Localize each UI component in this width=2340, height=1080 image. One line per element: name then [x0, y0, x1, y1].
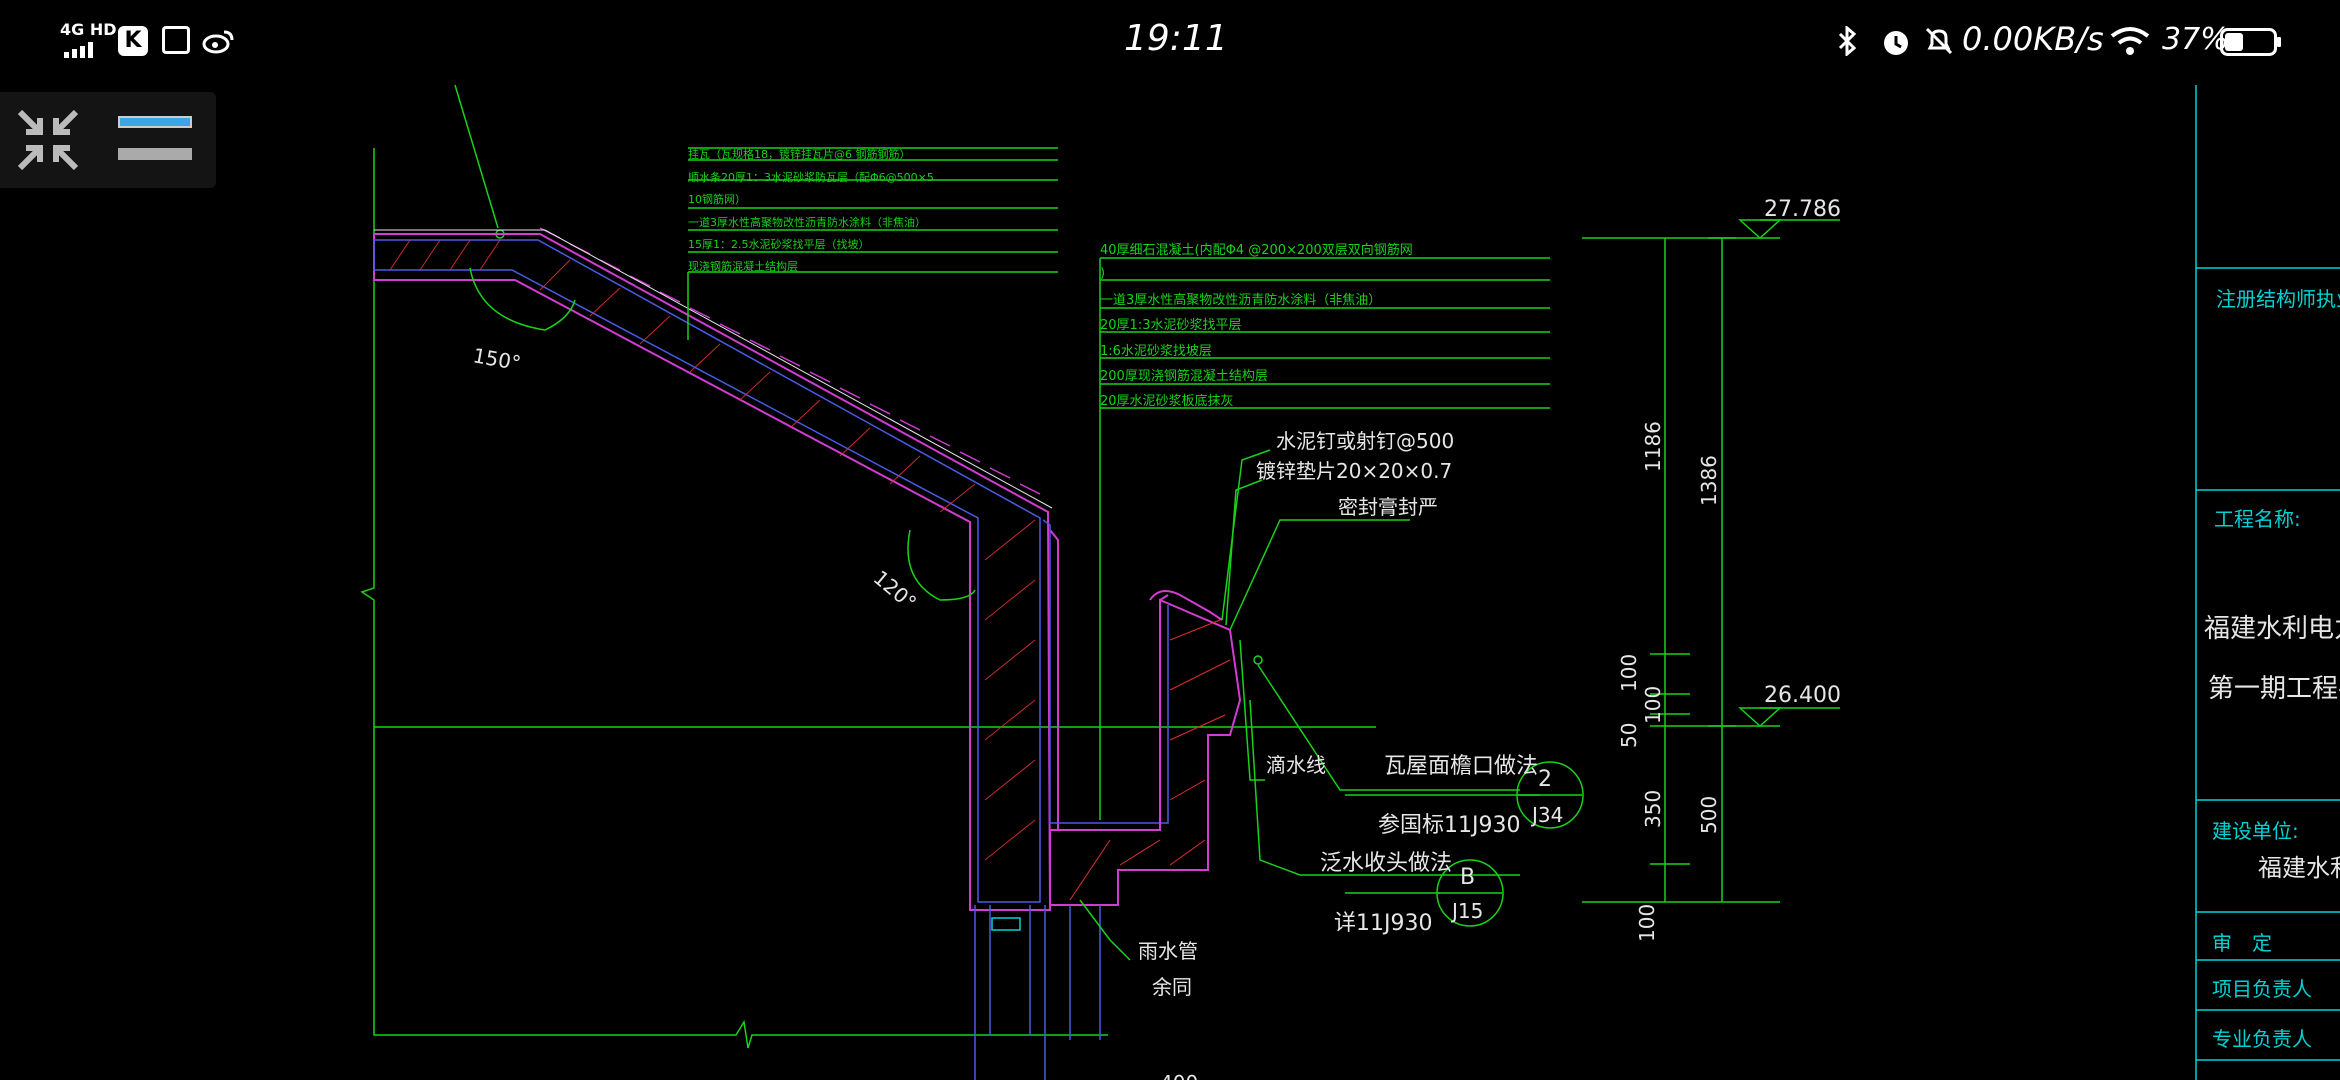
floating-tool-panel [0, 92, 216, 188]
dim-100-a: 100 [1617, 654, 1641, 692]
discipline-lead-label: 专业负责人 [2212, 1027, 2312, 1051]
eave-callout-number: 2 [1538, 767, 1552, 792]
dim-1186: 1186 [1641, 421, 1665, 472]
gutter-layer-6: 200厚现浇钢筋混凝土结构层 [1100, 368, 1268, 384]
eave-ref: 参国标11J930 [1378, 813, 1520, 838]
sealant-note: 密封膏封严 [1338, 495, 1438, 519]
gutter-layer-4: 20厚1:3水泥砂浆找平层 [1100, 318, 1241, 333]
roof-layer-2: 顺水条20厚1：3水泥砂浆防瓦层（配Φ6@500×5 [688, 170, 934, 184]
elevation-top: 27.786 [1764, 197, 1841, 222]
weibo-icon [202, 28, 234, 54]
project-name-1: 福建水利电力职业 [2204, 614, 2340, 644]
gutter-layer-5: 1:6水泥砂浆找坡层 [1100, 344, 1212, 359]
flashing-callout-number: B [1460, 865, 1475, 890]
gutter-layer-1: 40厚细石混凝土(内配Φ4 @200×200双层双向钢筋网 [1100, 242, 1413, 258]
gutter-layer-7: 20厚水泥砂浆板底抹灰 [1100, 393, 1234, 409]
flashing-title: 泛水收头做法 [1320, 851, 1452, 876]
network-indicator: 4G HD [60, 20, 117, 39]
frame-lines [360, 84, 1376, 1049]
battery-icon [2220, 28, 2282, 56]
gutter [1042, 519, 1263, 906]
client-label: 建设单位: [2212, 819, 2299, 843]
angle-150-label: 150° [471, 343, 523, 375]
roof-layer-5: 15厚1：2.5水泥砂浆找平层（找坡） [688, 237, 870, 251]
elevation-bottom: 26.400 [1764, 683, 1841, 708]
client-name: 福建水利电 [2258, 854, 2340, 882]
dim-100-c: 100 [1635, 904, 1659, 942]
dim-50: 50 [1617, 723, 1641, 748]
downpipe-note-2: 余同 [1152, 975, 1192, 999]
wifi-icon [2110, 26, 2150, 56]
nail-note: 水泥钉或射钉@500 [1276, 429, 1454, 453]
leader-lines [469, 147, 1584, 961]
flashing-callout-ref: J15 [1450, 899, 1483, 923]
downpipe-note: 雨水管 [1138, 939, 1198, 963]
roof-layer-6: 现浇钢筋混凝土结构层 [688, 259, 798, 273]
eave-title: 瓦屋面檐口做法 [1384, 754, 1538, 779]
stamp-label: 注册结构师执业章 [2216, 287, 2340, 311]
project-name-2: 第一期工程- - [2208, 674, 2340, 704]
dim-500: 500 [1697, 796, 1721, 834]
gutter-layer-3: 一道3厚水性高聚物改性沥青防水涂料（非焦油） [1100, 292, 1381, 308]
alarm-icon [1880, 26, 1912, 58]
roof-layer-1: 挂瓦（瓦规格18，镀锌挂瓦片@6 钢筋钢筋） [688, 147, 911, 161]
drip-note: 滴水线 [1266, 753, 1326, 777]
project-label: 工程名称: [2214, 507, 2301, 531]
network-speed: 0.00KB/s [1962, 20, 2104, 58]
approver-label: 审 定 [2212, 931, 2272, 955]
dim-bottom-cut: 400 [1160, 1071, 1198, 1080]
dim-100-b: 100 [1641, 686, 1665, 724]
status-bar: 4G HD K 19:11 0.00KB/s 37% [0, 0, 2340, 80]
project-lead-label: 项目负责人 [2212, 977, 2312, 1001]
flashing-ref: 详11J930 [1334, 911, 1432, 936]
clock: 19:11 [1124, 18, 1228, 59]
roof-layer-4: 一道3厚水性高聚物改性沥青防水涂料（非焦油） [688, 215, 926, 229]
signal-icon [64, 42, 100, 58]
mute-icon [1924, 26, 1954, 56]
downpipe [974, 905, 1101, 1080]
title-block-lines [2195, 85, 2340, 1080]
washer-note: 镀锌垫片20×20×0.7 [1256, 459, 1452, 483]
dim-1386: 1386 [1697, 455, 1721, 506]
gutter-layer-2: ) [1100, 266, 1105, 281]
bluetooth-icon [1836, 24, 1858, 58]
sim-icon [162, 26, 190, 54]
collapse-icon[interactable] [14, 106, 82, 174]
k-app-icon: K [118, 26, 148, 56]
dim-350: 350 [1641, 790, 1665, 828]
roof-slab [373, 227, 1053, 911]
menu-lines-icon[interactable] [118, 110, 194, 170]
eave-callout-ref: J34 [1530, 803, 1563, 827]
roof-layer-3: 10钢筋网） [688, 192, 746, 206]
battery-percent: 37% [2162, 22, 2229, 57]
dimension-lines [1582, 219, 1840, 903]
